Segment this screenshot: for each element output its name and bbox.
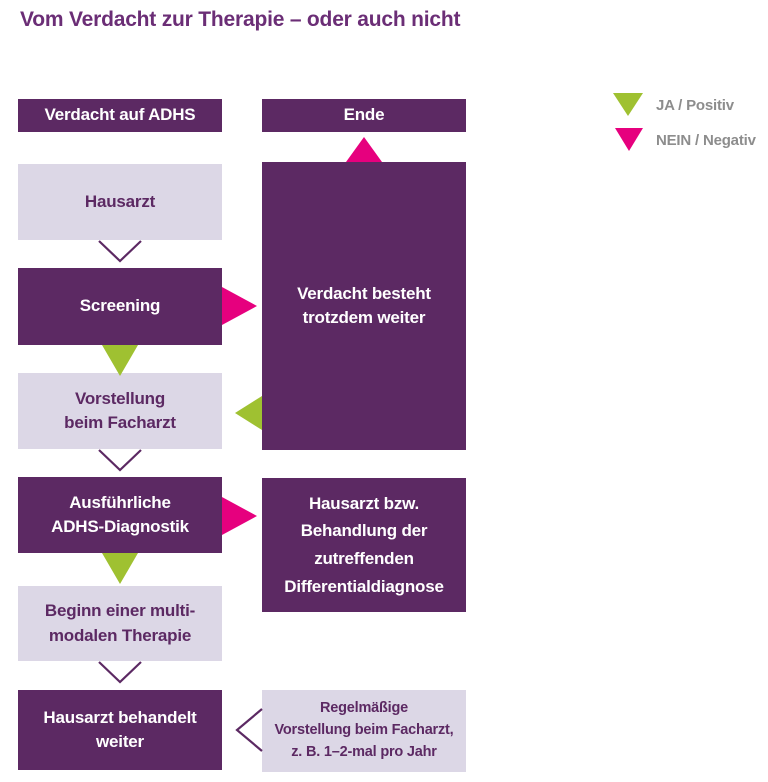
ja-triangle-down-icon — [102, 345, 138, 376]
node-label-line: modalen Therapie — [48, 625, 192, 645]
legend-ja-label: JA / Positiv — [656, 96, 734, 114]
ja-triangle-down-icon — [102, 553, 138, 584]
chevron-down-icon — [98, 240, 142, 263]
node-hausarzt-behandelt: Hausarzt behandelt weiter — [18, 690, 222, 770]
chevron-left-icon — [235, 708, 263, 752]
node-hausarzt: Hausarzt — [18, 164, 222, 240]
node-verdacht-auf-adhs: Verdacht auf ADHS — [18, 99, 222, 132]
ja-triangle-left-icon — [235, 396, 262, 430]
node-adhs-diagnostik: Ausführliche ADHS-Diagnostik — [18, 477, 222, 553]
node-vorstellung-facharzt: Vorstellung beim Facharzt — [18, 373, 222, 449]
node-label-line: Verdacht auf ADHS — [44, 105, 196, 125]
node-label-line: Vorstellung — [74, 388, 166, 408]
legend-nein: NEIN / Negativ — [615, 128, 756, 152]
nein-triangle-up-icon — [346, 137, 382, 162]
node-label-line: Ausführliche — [69, 492, 171, 512]
nein-triangle-right-icon — [222, 497, 257, 535]
node-differentialdiagnose: Hausarzt bzw. Behandlung der zutreffende… — [262, 478, 466, 612]
node-label-line: z. B. 1–2-mal pro Jahr — [291, 743, 437, 760]
node-label-line: zutreffenden — [314, 549, 414, 568]
node-label-line: Regelmäßige — [319, 700, 409, 717]
chevron-down-icon — [98, 449, 142, 472]
node-label-line: Hausarzt behandelt — [43, 707, 197, 727]
ja-triangle-down-icon — [613, 93, 643, 116]
node-label-line: ADHS-Diagnostik — [51, 517, 189, 536]
nein-triangle-down-icon — [615, 128, 643, 151]
node-verdacht-besteht: Verdacht besteht trotzdem weiter — [262, 162, 466, 450]
node-label-line: Hausarzt — [84, 191, 156, 211]
node-label-line: Ende — [343, 105, 385, 125]
node-label-line: trotzdem weiter — [302, 308, 426, 327]
node-label-line: weiter — [96, 732, 144, 751]
node-regelmaessige-vorstellung: Regelmäßige Vorstellung beim Facharzt, z… — [262, 690, 466, 772]
node-label-line: Vorstellung beim Facharzt, — [274, 722, 454, 739]
legend-ja: JA / Positiv — [613, 93, 734, 117]
node-label-line: beim Facharzt — [64, 413, 176, 432]
page-title: Vom Verdacht zur Therapie – oder auch ni… — [20, 8, 461, 31]
node-screening: Screening — [18, 268, 222, 345]
node-ende: Ende — [262, 99, 466, 132]
node-label-line: Verdacht besteht — [297, 283, 431, 303]
node-label-line: Screening — [79, 296, 161, 316]
node-label-line: Behandlung der — [300, 521, 428, 541]
node-multimodale-therapie: Beginn einer multi- modalen Therapie — [18, 586, 222, 661]
node-label-line: Hausarzt bzw. — [308, 493, 420, 513]
chevron-down-icon — [98, 661, 142, 684]
legend-nein-label: NEIN / Negativ — [656, 131, 756, 149]
node-label-line: Beginn einer multi- — [44, 601, 196, 621]
nein-triangle-right-icon — [222, 287, 257, 325]
node-label-line: Differentialdiagnose — [284, 576, 444, 596]
